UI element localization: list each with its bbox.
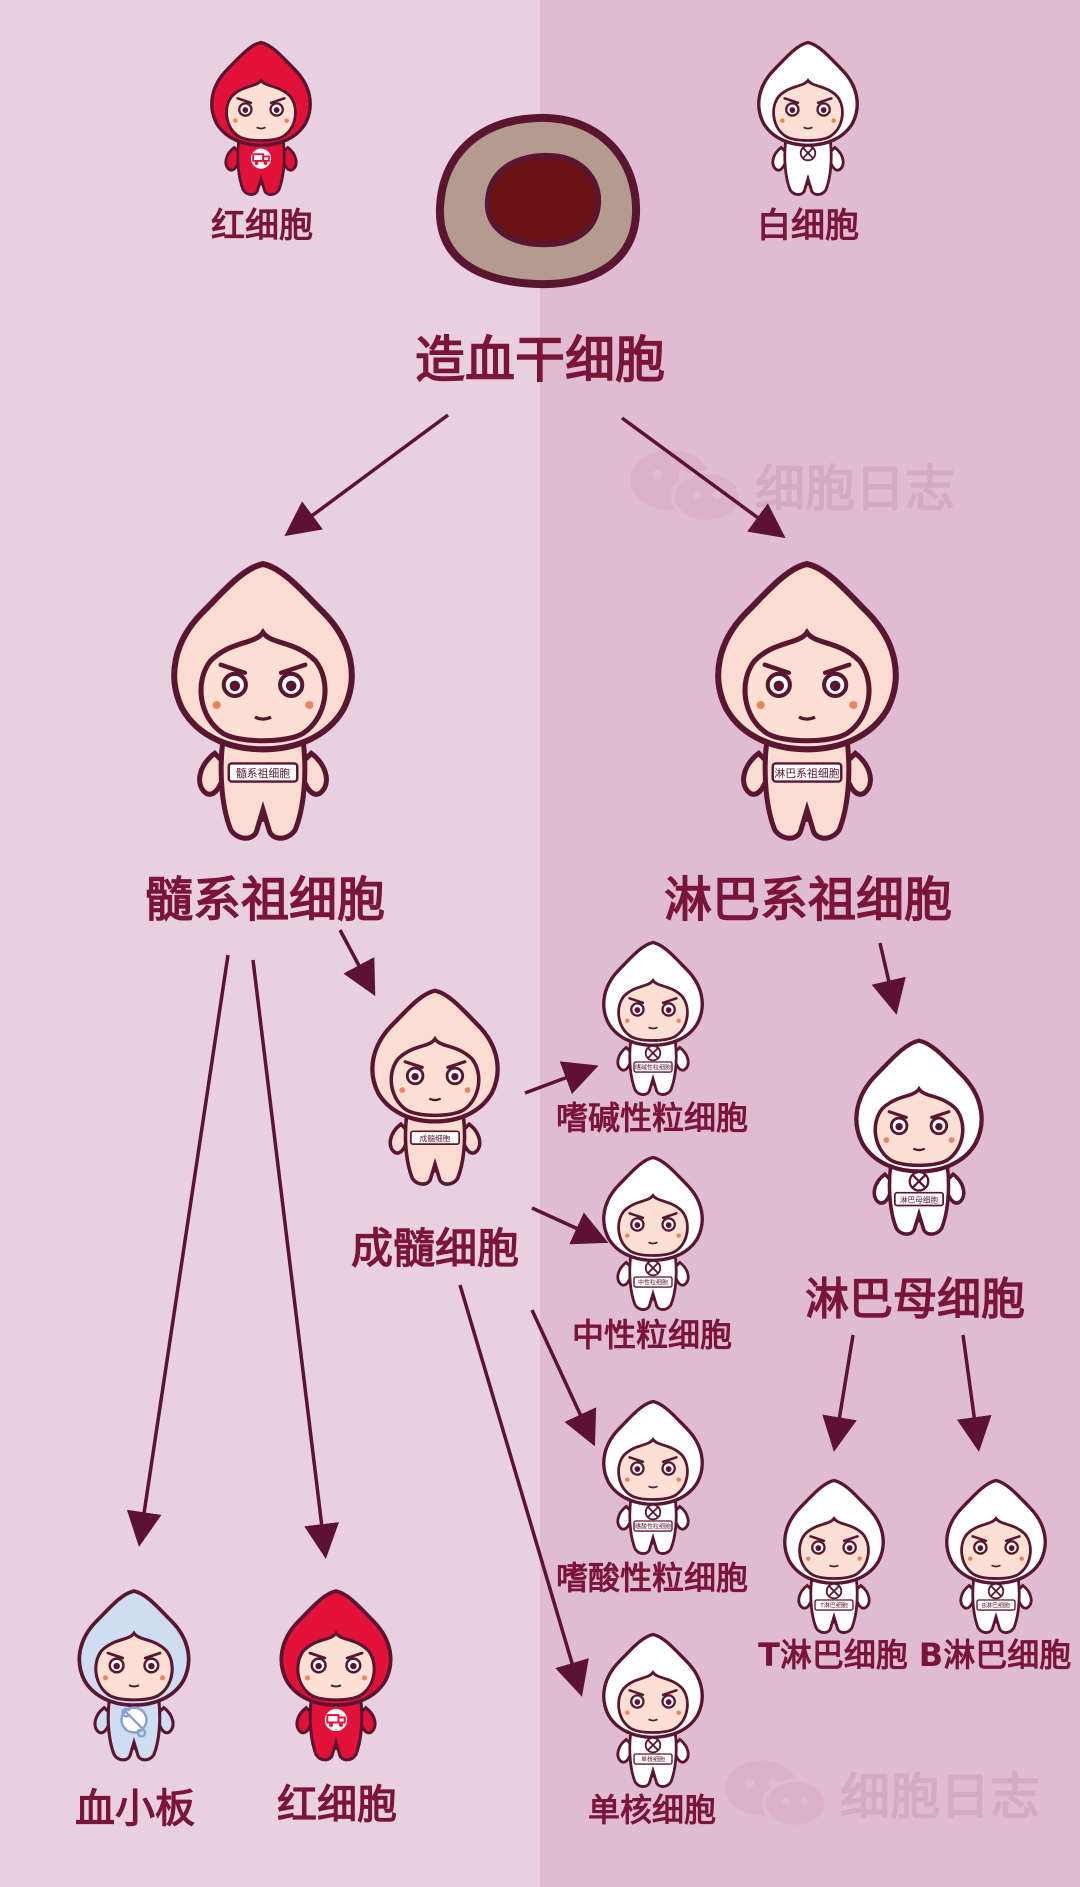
lymphoblast-label: 淋巴母细胞	[805, 1274, 1025, 1325]
shirt-text: 淋巴系祖细胞	[774, 766, 839, 780]
arrow-myeloblast-to-neutrophil	[531, 1206, 609, 1245]
lymphoblast-icon: 淋巴母细胞	[854, 1038, 984, 1236]
shirt-text: 髓系祖细胞	[236, 766, 290, 780]
stem-cell-icon	[435, 113, 641, 289]
platelet-label: 血小板	[75, 1786, 195, 1832]
arrow-myeloblast-to-eosinophil	[530, 1309, 597, 1447]
neutrophil-icon: 中性粒细胞	[602, 1155, 704, 1311]
watermark-text: 细胞日志	[840, 1767, 1040, 1826]
watermark-bottom: 细胞日志	[720, 1755, 1040, 1830]
legend-white-label: 白细胞	[757, 206, 859, 246]
myeloblast-label: 成髓细胞	[350, 1224, 520, 1273]
b-cell-label: B淋巴细胞	[918, 1636, 1072, 1674]
arrow-myeloid-to-redcell	[251, 959, 339, 1559]
shirt-text: 中性粒细胞	[638, 1279, 668, 1287]
lymphoid-progenitor-icon: 淋巴系祖细胞	[715, 560, 899, 841]
legend-red-label: 红细胞	[211, 206, 313, 246]
red-cell-bottom-icon	[279, 1589, 393, 1762]
arrow-lymphoid-to-lymphoblast	[871, 942, 906, 1015]
t-cell-icon: T淋巴细胞	[783, 1478, 885, 1634]
shirt-text: 嗜碱性粒细胞	[635, 1064, 671, 1072]
shirt-text: 成髓细胞	[420, 1133, 451, 1143]
t-cell-label: T淋巴细胞	[758, 1636, 908, 1674]
basophil-label: 嗜碱性粒细胞	[555, 1099, 749, 1137]
arrow-lymphoblast-to-tcell	[822, 1334, 857, 1452]
neutrophil-label: 中性粒细胞	[571, 1316, 733, 1354]
shirt-text: B淋巴细胞	[982, 1602, 1010, 1610]
arrow-lymphoblast-to-bcell	[956, 1334, 992, 1452]
wechat-icon	[630, 450, 743, 524]
basophil-icon: 嗜碱性粒细胞	[602, 940, 704, 1096]
myeloid-progenitor-icon: 髓系祖细胞	[171, 560, 355, 841]
myeloblast-icon: 成髓细胞	[370, 988, 500, 1186]
arrow-myeloid-to-platelet	[126, 954, 230, 1547]
monocyte-icon: 单核细胞	[602, 1632, 704, 1788]
shirt-text: 嗜酸性粒细胞	[635, 1523, 671, 1531]
red-cell-bottom-label: 红细胞	[277, 1782, 397, 1828]
shirt-text: T淋巴细胞	[819, 1602, 848, 1610]
shirt-text: 淋巴母细胞	[900, 1194, 939, 1204]
wechat-icon	[724, 1760, 829, 1829]
watermark-top: 细胞日志	[625, 445, 955, 525]
legend-red-cell-icon	[210, 40, 312, 196]
legend-white-cell-icon	[757, 40, 859, 196]
lymphoid-progenitor-label: 淋巴系祖细胞	[663, 872, 953, 928]
b-cell-icon: B淋巴细胞	[945, 1478, 1047, 1634]
stem-cell-label: 造血干细胞	[415, 331, 665, 389]
eosinophil-label: 嗜酸性粒细胞	[555, 1559, 749, 1597]
eosinophil-icon: 嗜酸性粒细胞	[602, 1399, 704, 1555]
monocyte-label: 单核细胞	[587, 1791, 717, 1829]
arrow-myeloblast-to-basophil	[524, 1061, 599, 1095]
arrow-myeloid-to-myeloblast	[338, 929, 376, 997]
myeloid-progenitor-label: 髓系祖细胞	[144, 872, 386, 928]
arrow-myeloblast-to-monocyte	[458, 1284, 589, 1697]
arrow-stem-to-lymphoid	[620, 416, 786, 539]
platelet-icon	[77, 1589, 191, 1762]
arrow-stem-to-myeloid	[284, 413, 450, 537]
watermark-text: 细胞日志	[755, 460, 955, 518]
shirt-text: 单核细胞	[641, 1756, 665, 1764]
left-background	[0, 0, 540, 1887]
